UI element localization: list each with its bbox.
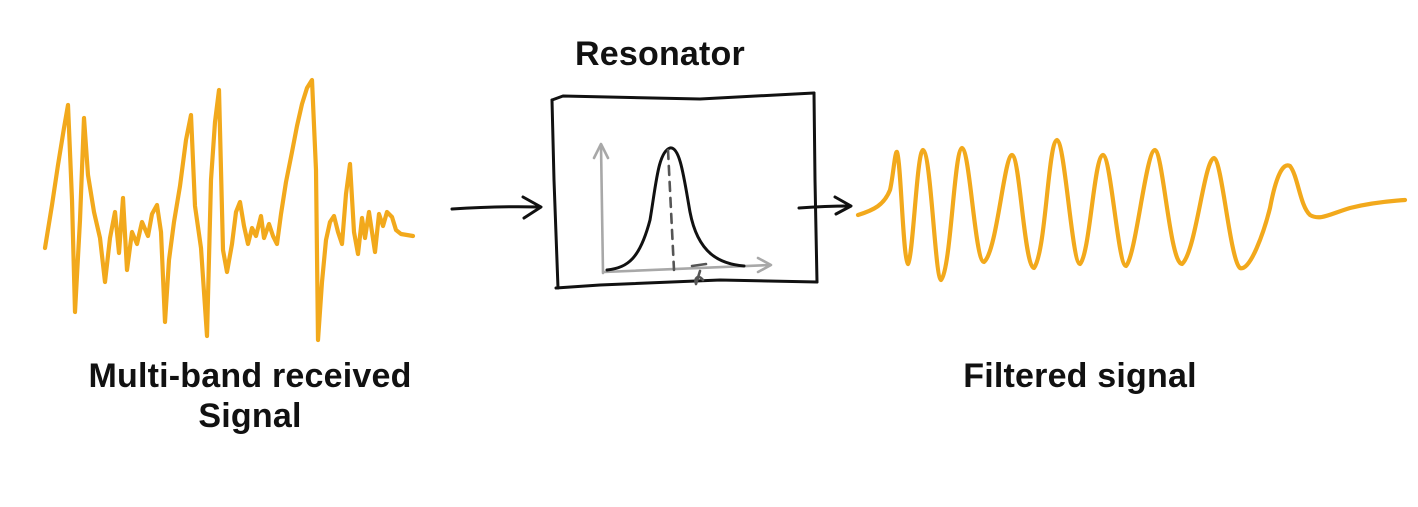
resonator-title: Resonator — [575, 35, 745, 73]
filtered-signal-wave — [855, 137, 1408, 283]
output-arrow-icon — [797, 195, 853, 216]
input-signal-label-line-2: Signal — [198, 397, 302, 436]
resonator-box — [550, 91, 819, 290]
input-arrow-icon — [450, 195, 543, 220]
multi-band-signal-wave — [42, 77, 416, 343]
frequency-symbol-f — [690, 262, 708, 286]
input-signal-label-line-1: Multi-band received — [88, 357, 412, 395]
center-frequency-line — [666, 148, 676, 272]
input-signal-label: Multi-band received Signal — [40, 356, 460, 436]
filtered-signal-label: Filtered signal — [963, 357, 1197, 395]
y-axis-arrow — [592, 142, 610, 275]
resonance-curve — [605, 146, 746, 272]
